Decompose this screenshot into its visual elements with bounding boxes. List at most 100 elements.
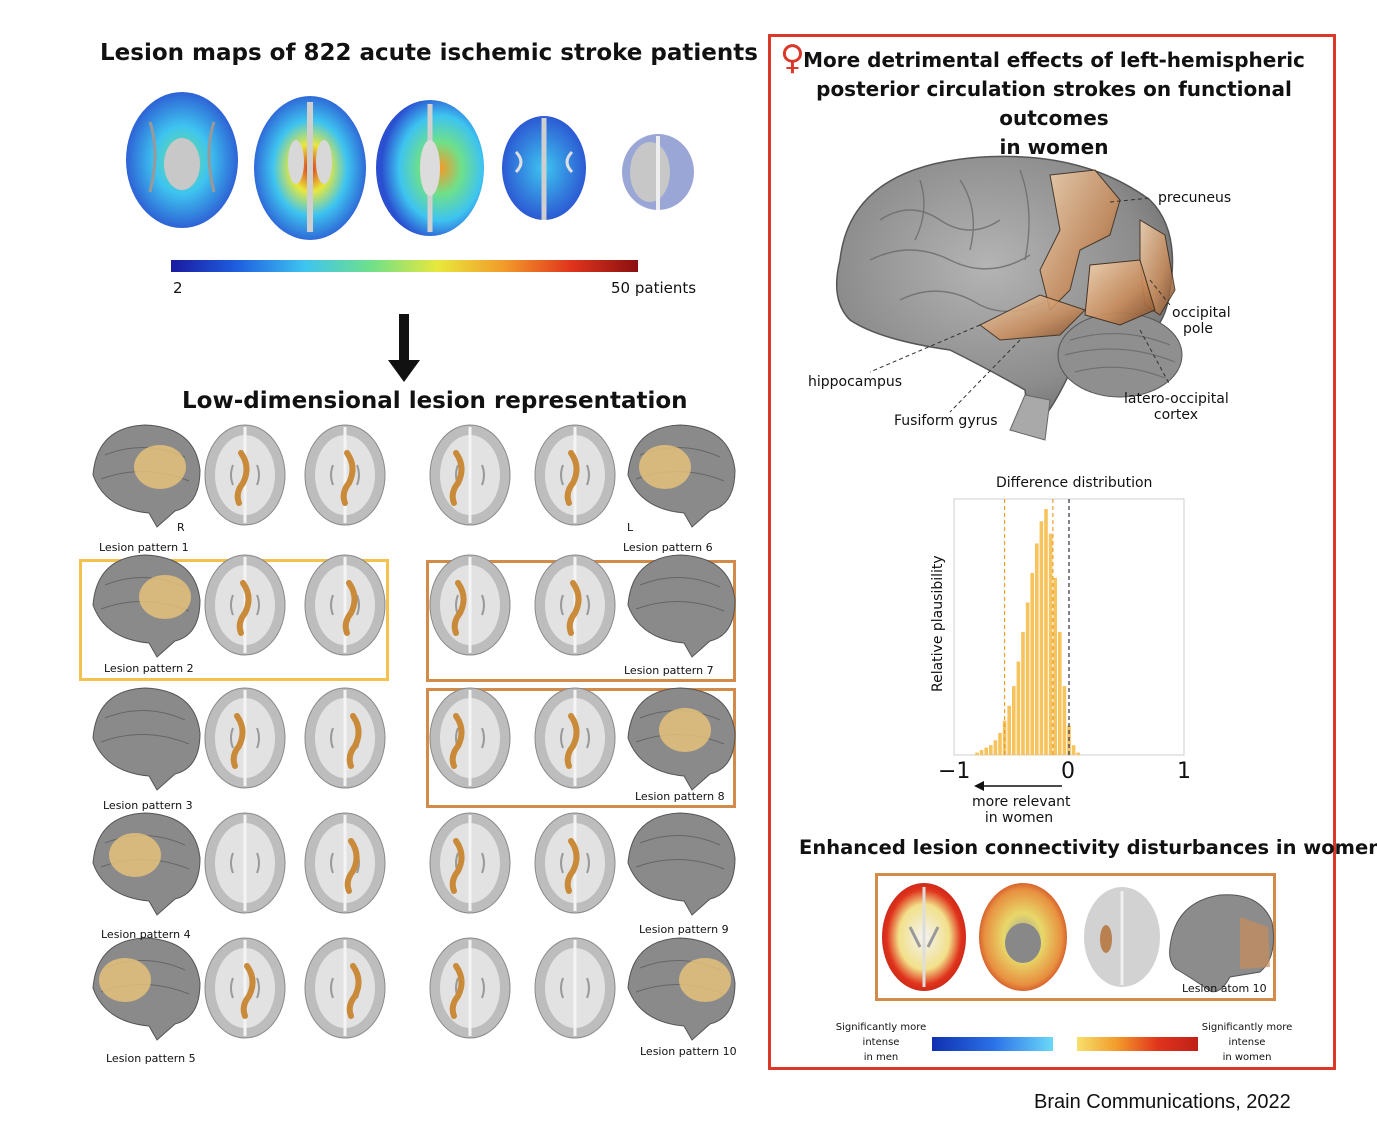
histogram-bar [1076, 752, 1080, 755]
thumb-lateral-7 [627, 554, 736, 658]
right-title-line-3: in women [999, 135, 1109, 159]
thumb-axial-9a [429, 812, 511, 914]
histogram-bar [1044, 509, 1048, 755]
brain-3d-render [835, 155, 1183, 441]
pattern-label-3: Lesion pattern 3 [103, 799, 193, 812]
thumb-axial-4a [204, 812, 286, 914]
lesion-maps-title: Lesion maps of 822 acute ischemic stroke… [100, 40, 758, 66]
thumb-lateral-4 [92, 812, 201, 916]
histogram-bar [1035, 543, 1039, 755]
low-dim-title: Low-dimensional lesion representation [182, 388, 688, 414]
region-leader-lines [869, 197, 1171, 413]
label-hippocampus: hippocampus [808, 374, 903, 390]
histogram-bar [979, 750, 984, 755]
difference-distribution-chart [953, 498, 1185, 756]
histogram-bar [1007, 705, 1011, 755]
pattern-label-10: Lesion pattern 10 [640, 1045, 737, 1058]
latero-line-2: cortex [1153, 407, 1199, 423]
chart-ylabel: Relative plausibility [930, 555, 946, 692]
connectivity-slice-2 [979, 883, 1067, 991]
thumb-axial-5a [204, 937, 286, 1039]
colorbar-min-label: 2 [173, 279, 183, 297]
label-fusiform-gyrus: Fusiform gyrus [894, 413, 998, 429]
connectivity-brain-3d [1169, 894, 1274, 993]
right-panel-frame [768, 34, 1336, 1070]
credit-label: Brain Communications, 2022 [1034, 1091, 1291, 1113]
histogram-bar [989, 745, 993, 755]
women-colorbar [1077, 1037, 1198, 1051]
legend-men-text: Significantly more intense in men [832, 1020, 930, 1065]
label-precuneus: precuneus [1158, 190, 1232, 206]
label-occipital-pole: occipital pole [1172, 305, 1231, 337]
arrow-label-line-2: in women [984, 810, 1054, 826]
thumb-axial-7a [429, 554, 511, 656]
right-panel-title: More detrimental effects of left-hemisph… [786, 46, 1322, 162]
hemisphere-r-label: R [177, 521, 185, 534]
colorbar-max-label: 50 patients [611, 279, 697, 297]
left-arrow-icon [974, 781, 1062, 791]
histogram-bar [1021, 632, 1025, 755]
thumb-axial-9b [534, 812, 616, 914]
thumb-axial-3a [204, 687, 286, 789]
thumb-axial-1b [304, 424, 386, 526]
thumb-axial-4b [304, 812, 386, 914]
pattern-label-8: Lesion pattern 8 [635, 790, 725, 803]
histogram-bar [975, 752, 979, 755]
pattern-label-6: Lesion pattern 6 [623, 541, 713, 554]
axial-slice-2 [254, 96, 366, 240]
label-latero-occipital-cortex: latero-occipital cortex [1124, 391, 1229, 423]
connectivity-frame [875, 873, 1276, 1001]
thumb-lateral-8 [627, 687, 736, 791]
pattern-label-2: Lesion pattern 2 [104, 662, 194, 675]
axial-slice-3 [376, 100, 484, 236]
lesion-map-row [126, 92, 694, 240]
thumb-axial-8b [534, 687, 616, 789]
connectivity-slice-1 [882, 883, 966, 991]
histogram-bar [993, 740, 998, 755]
thumb-axial-6a [429, 424, 511, 526]
lesion-count-colorbar [171, 260, 638, 272]
right-title-line-1: More detrimental effects of left-hemisph… [803, 48, 1305, 72]
histogram-bar [1030, 572, 1034, 755]
axial-slice-1 [126, 92, 238, 228]
histogram-bar [1053, 577, 1057, 755]
histogram-bar [1062, 686, 1067, 755]
connectivity-slice-3 [1084, 887, 1160, 987]
legend-men-line-1: Significantly more [835, 1022, 927, 1033]
histogram-bar [1048, 533, 1053, 755]
thumb-axial-2b [304, 554, 386, 656]
legend-women-line-3: in women [1222, 1052, 1272, 1063]
lesion-pattern-grid [92, 424, 736, 1041]
thumb-lateral-2 [92, 554, 201, 658]
thumb-lateral-9 [627, 812, 736, 916]
xtick-neg1: −1 [938, 759, 971, 784]
female-symbol-icon: ♀ [780, 38, 805, 78]
pattern-label-1: Lesion pattern 1 [99, 541, 189, 554]
thumb-lateral-10 [627, 937, 736, 1041]
histogram-bar [1039, 521, 1044, 755]
occipital-line-1: occipital [1172, 305, 1231, 321]
thumb-axial-2a [204, 554, 286, 656]
thumb-axial-10b [534, 937, 616, 1039]
thumb-axial-7b [534, 554, 616, 656]
thumb-axial-6b [534, 424, 616, 526]
pattern-label-5: Lesion pattern 5 [106, 1052, 196, 1065]
legend-women-line-2: intense [1228, 1037, 1266, 1048]
thumb-axial-8a [429, 687, 511, 789]
lesion-atom-label: Lesion atom 10 [1182, 982, 1267, 995]
histogram-bar [1025, 602, 1030, 755]
men-colorbar [932, 1037, 1053, 1051]
histogram-bar [984, 747, 988, 755]
pattern-label-7: Lesion pattern 7 [624, 664, 714, 677]
pattern-label-9: Lesion pattern 9 [639, 923, 729, 936]
connectivity-maps [882, 883, 1274, 993]
axial-slice-5 [622, 134, 694, 210]
thumb-lateral-5 [92, 937, 201, 1041]
thumb-lateral-1 [92, 424, 201, 528]
legend-women-text: Significantly more intense in women [1198, 1020, 1296, 1065]
axial-slice-4 [502, 116, 586, 220]
histogram-bar [1071, 745, 1076, 755]
legend-men-line-2: intense [862, 1037, 900, 1048]
latero-line-1: latero-occipital [1124, 391, 1229, 407]
chart-title: Difference distribution [996, 475, 1153, 491]
